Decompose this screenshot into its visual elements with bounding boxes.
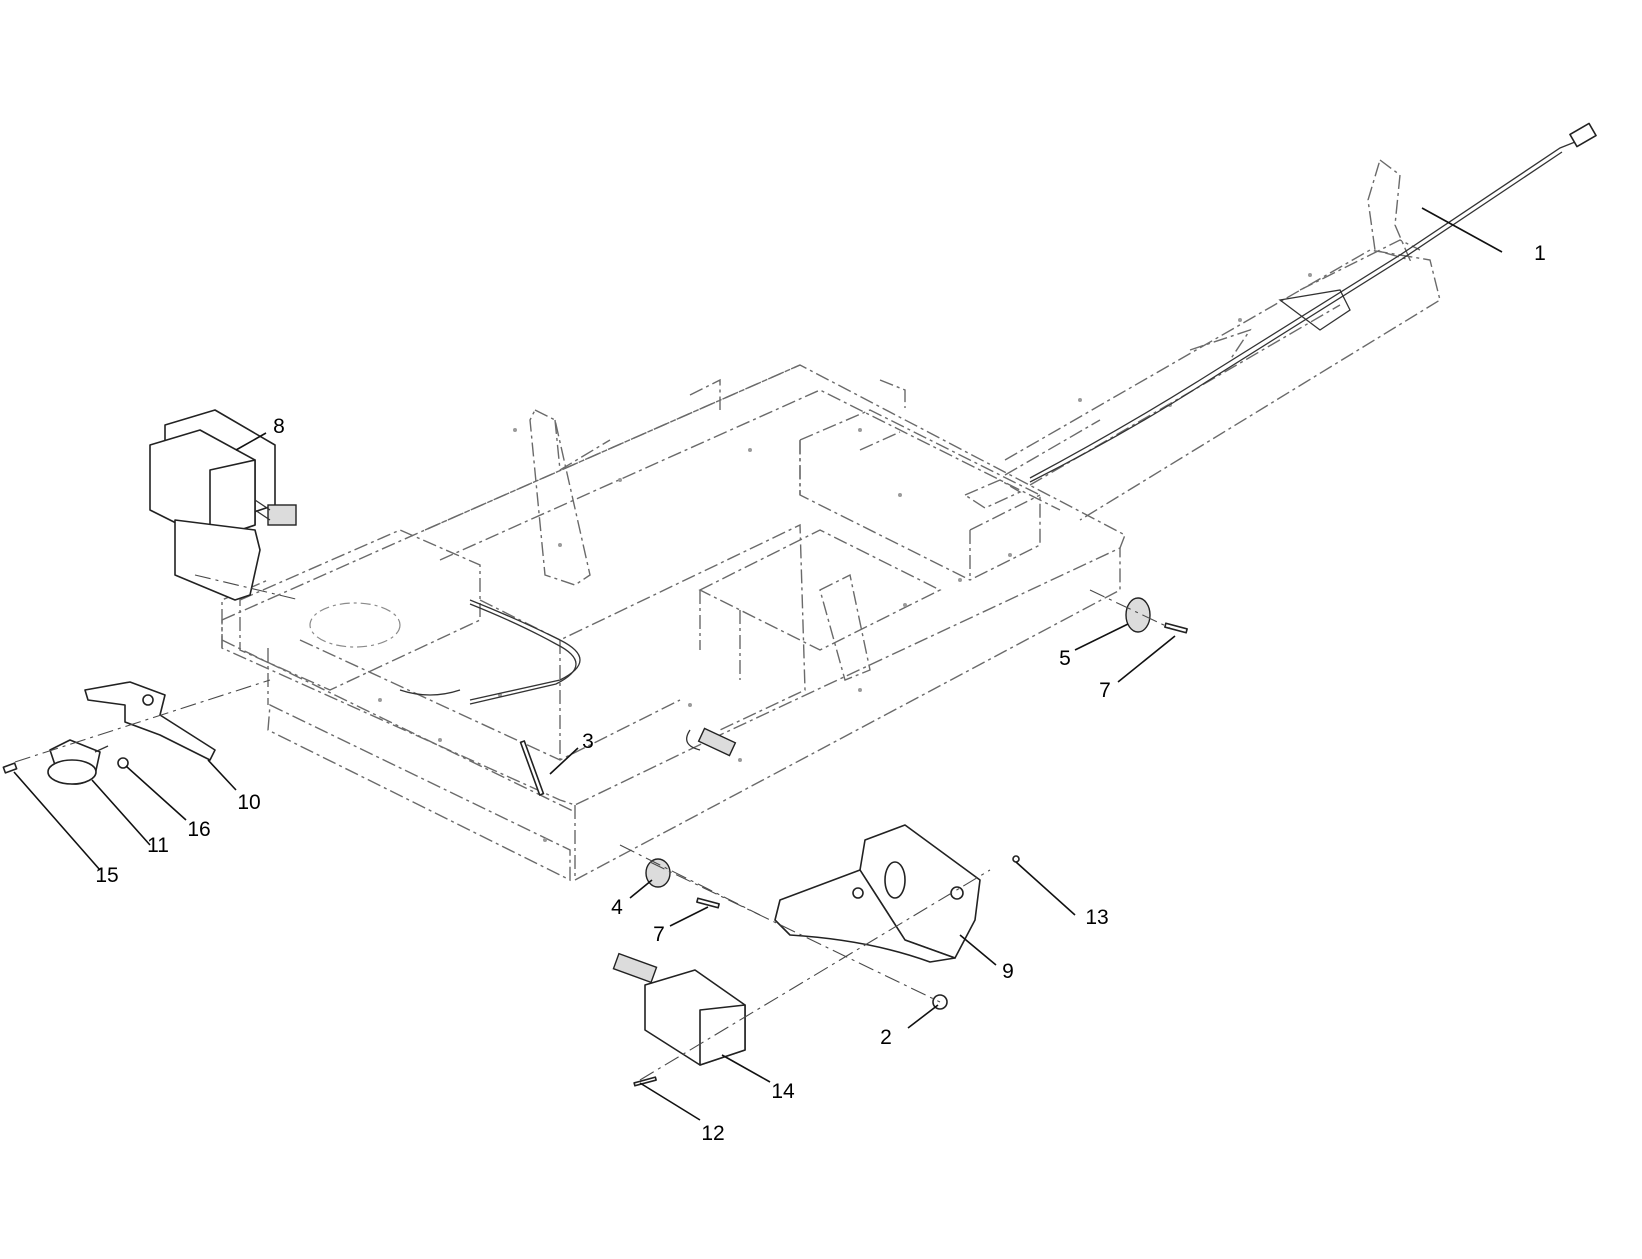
callout-7-lower: 7: [653, 923, 665, 946]
mower-frame-phantom: [221, 158, 1441, 882]
callout-10: 10: [237, 791, 260, 814]
callout-5: 5: [1059, 647, 1071, 670]
fasteners-left: [2, 757, 129, 774]
light-bracket-left: [84, 681, 216, 761]
frame-connector: [686, 727, 737, 757]
callout-7-upper: 7: [1099, 679, 1111, 702]
callout-labels: 1 2 3 4 5 7 7 8 9 10 11 12 13 14 15 16: [95, 242, 1546, 1145]
callout-1: 1: [1534, 242, 1546, 265]
callout-4: 4: [611, 896, 623, 919]
callout-11: 11: [147, 834, 169, 857]
light-bracket-right: [774, 824, 981, 963]
assembly-centerlines: [14, 574, 1171, 1081]
callout-8: 8: [273, 415, 285, 438]
callout-12: 12: [701, 1122, 724, 1145]
wire-harness: [399, 122, 1597, 705]
callout-3: 3: [582, 730, 594, 753]
callout-15: 15: [95, 864, 118, 887]
light-assembly-upper: [149, 409, 297, 601]
callout-2: 2: [880, 1026, 892, 1049]
leader-lines: [13, 207, 1503, 1121]
washers-and-pins: [519, 597, 1188, 1087]
callout-16: 16: [187, 818, 210, 841]
light-assembly-lower: [612, 952, 746, 1066]
callout-14: 14: [771, 1080, 795, 1103]
callout-13: 13: [1085, 906, 1108, 929]
callout-9: 9: [1002, 960, 1014, 983]
lamp-housing: [47, 739, 109, 785]
